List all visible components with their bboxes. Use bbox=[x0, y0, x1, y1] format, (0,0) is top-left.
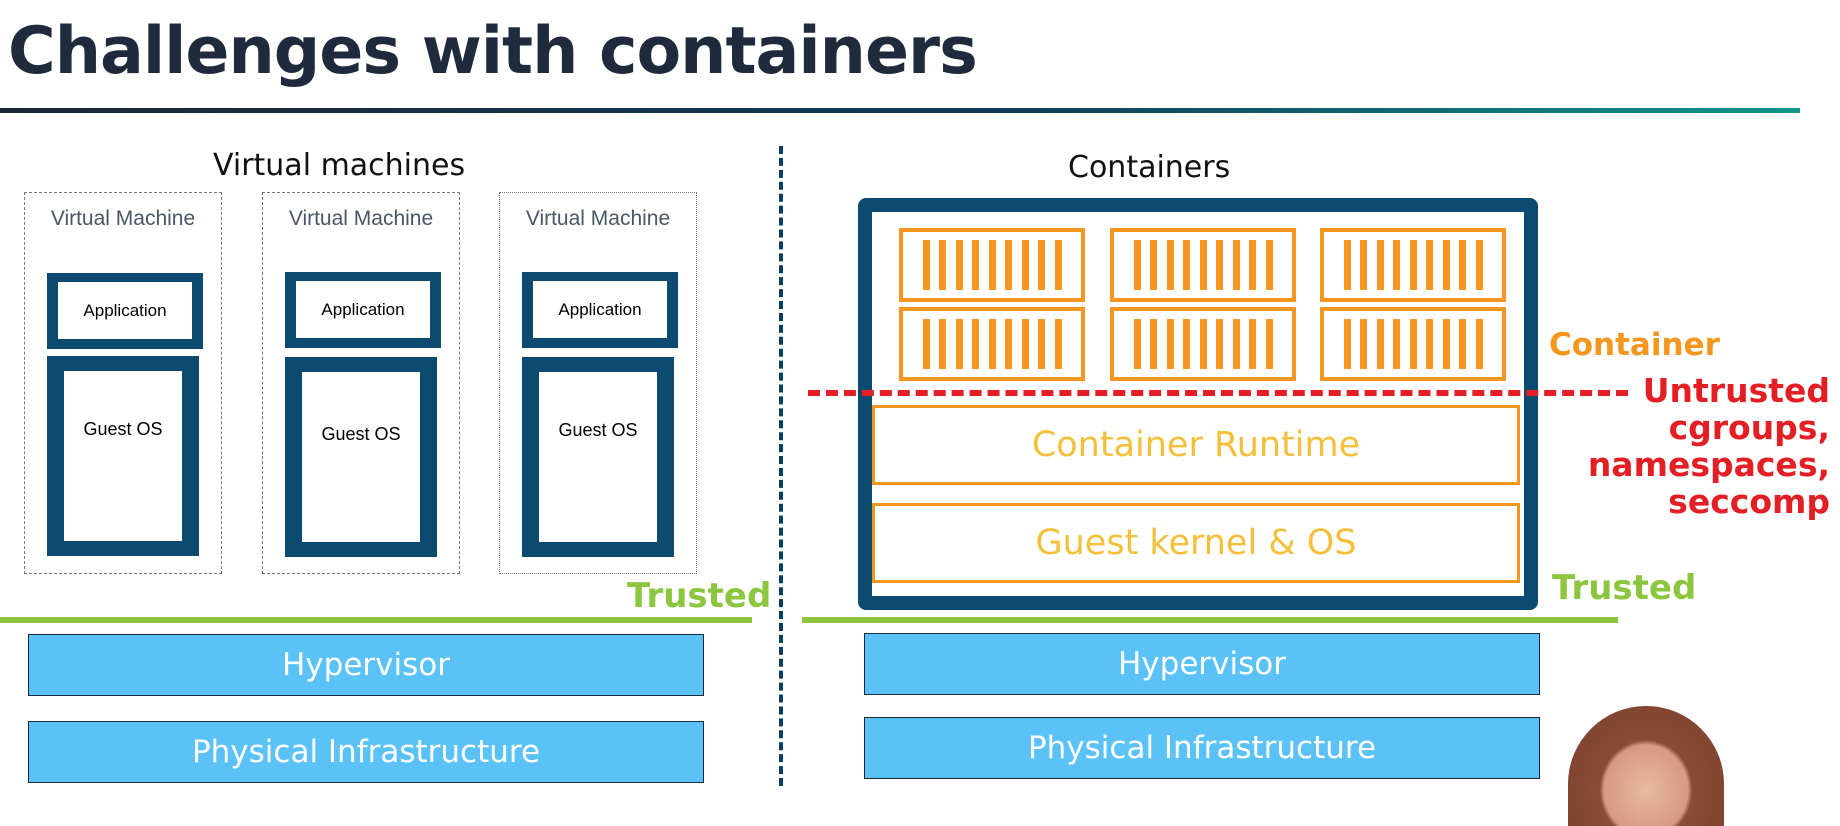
untrusted-line: cgroups, bbox=[1668, 408, 1830, 447]
vm-hypervisor-bar: Hypervisor bbox=[28, 634, 704, 696]
title-underline bbox=[0, 108, 1800, 113]
vm-section-heading: Virtual machines bbox=[213, 148, 466, 183]
container-icon bbox=[899, 307, 1085, 381]
container-runtime-box: Container Runtime bbox=[872, 405, 1520, 485]
application-box: Application bbox=[522, 272, 678, 348]
application-label: Application bbox=[296, 281, 430, 338]
guest-kernel-os-box: Guest kernel & OS bbox=[872, 503, 1520, 583]
application-box: Application bbox=[285, 272, 441, 348]
application-box: Application bbox=[47, 273, 203, 349]
virtual-machine-1: Virtual Machine Application Guest OS bbox=[24, 192, 222, 574]
guest-os-box: Guest OS bbox=[285, 357, 437, 557]
guest-os-box: Guest OS bbox=[47, 356, 199, 556]
container-layer-label: Container bbox=[1549, 327, 1720, 363]
vm-label: Virtual Machine bbox=[50, 207, 196, 230]
vm-trusted-label: Trusted bbox=[627, 576, 772, 616]
vm-trust-boundary bbox=[0, 617, 752, 623]
application-label: Application bbox=[533, 281, 667, 338]
slide-title: Challenges with containers bbox=[8, 14, 978, 89]
guest-os-label: Guest OS bbox=[302, 372, 420, 542]
container-icon bbox=[899, 228, 1085, 302]
containers-section-heading: Containers bbox=[1068, 150, 1231, 185]
container-host-box bbox=[858, 198, 1538, 610]
container-icon bbox=[1110, 307, 1296, 381]
container-icon bbox=[1320, 307, 1506, 381]
container-trusted-label: Trusted bbox=[1552, 568, 1697, 608]
untrusted-annotation: Untrusted cgroups, namespaces, seccomp bbox=[1588, 372, 1830, 520]
untrusted-boundary-line bbox=[808, 390, 1628, 396]
container-physical-infrastructure-bar: Physical Infrastructure bbox=[864, 717, 1540, 779]
virtual-machine-3: Virtual Machine Application Guest OS bbox=[499, 192, 697, 574]
virtual-machine-2: Virtual Machine Application Guest OS bbox=[262, 192, 460, 574]
container-trust-boundary bbox=[802, 617, 1618, 623]
untrusted-line: namespaces, bbox=[1587, 445, 1830, 484]
untrusted-line: Untrusted bbox=[1642, 371, 1830, 410]
guest-os-box: Guest OS bbox=[522, 357, 674, 557]
untrusted-line: seccomp bbox=[1668, 482, 1830, 521]
container-hypervisor-bar: Hypervisor bbox=[864, 633, 1540, 695]
section-divider bbox=[779, 146, 783, 786]
guest-os-label: Guest OS bbox=[539, 372, 657, 542]
guest-os-label: Guest OS bbox=[64, 371, 182, 541]
application-label: Application bbox=[58, 282, 192, 339]
vm-physical-infrastructure-bar: Physical Infrastructure bbox=[28, 721, 704, 783]
container-icon bbox=[1110, 228, 1296, 302]
vm-label: Virtual Machine bbox=[525, 207, 671, 230]
presenter-video-thumbnail bbox=[1568, 706, 1724, 826]
container-icon bbox=[1320, 228, 1506, 302]
vm-label: Virtual Machine bbox=[288, 207, 434, 230]
